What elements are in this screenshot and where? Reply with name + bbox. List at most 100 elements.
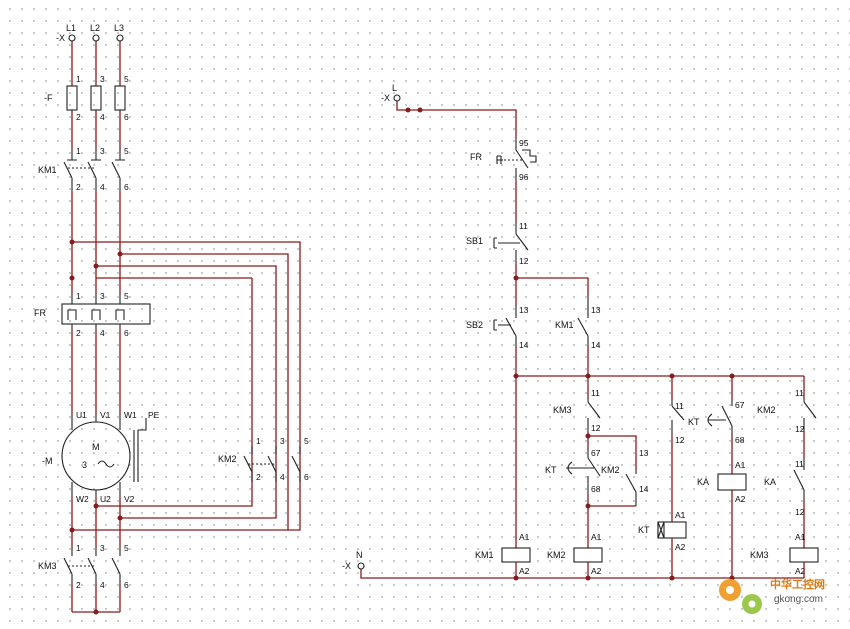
km1-main-label: KM1 bbox=[38, 165, 57, 175]
terminal-l2 bbox=[92, 34, 100, 42]
kt-nc-contact bbox=[587, 450, 601, 494]
junction bbox=[585, 433, 591, 439]
motor-terminal: U1 bbox=[76, 410, 87, 420]
terminal-l3 bbox=[116, 34, 124, 42]
motor-terminal: W1 bbox=[124, 410, 137, 420]
ac-symbol bbox=[97, 460, 115, 468]
ka-pin: 12 bbox=[795, 507, 805, 517]
coil-km1-label: KM1 bbox=[475, 550, 494, 560]
motor-terminal: W2 bbox=[76, 494, 89, 504]
coil-pin: A1 bbox=[795, 532, 806, 542]
km2-no-label: KM2 bbox=[601, 465, 620, 475]
neutral-wire bbox=[360, 562, 805, 579]
coil-ka bbox=[717, 473, 747, 491]
kt-delay-symbol bbox=[566, 461, 594, 475]
fuse-pin: 6 bbox=[124, 112, 129, 122]
coil-ka-label: KA bbox=[697, 477, 709, 487]
km2-pin: 2 bbox=[256, 472, 261, 482]
fr-leads bbox=[71, 294, 121, 330]
junction bbox=[69, 275, 75, 281]
km3-nc-pin: 11 bbox=[591, 388, 600, 398]
fr-reset-symbol bbox=[496, 155, 503, 164]
km2-no-pin: 14 bbox=[639, 484, 649, 494]
km2-nc-pin: 11 bbox=[795, 388, 804, 398]
sb2-label: SB2 bbox=[466, 320, 483, 330]
fuse-pin: 2 bbox=[76, 112, 81, 122]
junction bbox=[69, 239, 75, 245]
km3-nc-pin: 12 bbox=[591, 423, 601, 433]
sb1-button[interactable] bbox=[493, 237, 520, 249]
phase-l2-label: L2 bbox=[90, 23, 100, 33]
neutral-terminal-label: -X bbox=[342, 561, 351, 571]
fr-pin: 1 bbox=[76, 291, 81, 301]
sb2-button[interactable] bbox=[493, 319, 511, 331]
fuse-f2 bbox=[90, 85, 102, 111]
coil-pin: A2 bbox=[795, 566, 806, 576]
km2-nc-label: KM2 bbox=[757, 405, 776, 415]
coil-pin: A2 bbox=[591, 566, 602, 576]
coil-km1 bbox=[501, 547, 531, 563]
fr-pin: 3 bbox=[100, 291, 105, 301]
junction bbox=[585, 575, 591, 581]
control-wire bbox=[515, 264, 589, 296]
fr-thermal-actuator bbox=[522, 149, 537, 163]
fr-thermal-elements bbox=[67, 309, 125, 320]
kt-nc-label: KT bbox=[545, 465, 557, 475]
km3-pin: 1 bbox=[76, 543, 81, 553]
supply-terminal-label: -X bbox=[381, 93, 390, 103]
sb2-pin: 14 bbox=[519, 340, 529, 350]
coil-km2 bbox=[573, 547, 603, 563]
km2-nc-contact bbox=[803, 398, 817, 432]
junction bbox=[117, 251, 123, 257]
ka-pin: 11 bbox=[795, 459, 804, 469]
sb2-contact bbox=[505, 306, 517, 346]
motor-circle bbox=[61, 421, 131, 491]
km2-pin: 5 bbox=[304, 436, 309, 446]
kt-no-pin: 67 bbox=[735, 400, 745, 410]
fr-aux-pin: 95 bbox=[519, 138, 529, 148]
col3-pin: 12 bbox=[675, 435, 685, 445]
sb1-contact bbox=[515, 222, 529, 264]
km2-main-label: KM2 bbox=[218, 454, 237, 464]
supply-line-label: L bbox=[392, 83, 397, 93]
km1-pin: 1 bbox=[76, 146, 81, 156]
fr-nc-contact bbox=[515, 138, 529, 182]
coil-pin: A2 bbox=[519, 566, 530, 576]
coil-pin: A1 bbox=[519, 532, 530, 542]
km2-pin: 1 bbox=[256, 436, 261, 446]
kt-no-pin: 68 bbox=[735, 435, 745, 445]
fr-aux-pin: 96 bbox=[519, 172, 529, 182]
motor-label: -M bbox=[42, 456, 53, 466]
junction bbox=[417, 107, 423, 113]
fr-pin: 6 bbox=[124, 328, 129, 338]
km3-nc-contact bbox=[587, 398, 601, 432]
fr-pin: 4 bbox=[100, 328, 105, 338]
sb1-pin: 11 bbox=[519, 221, 528, 231]
kt-no-contact bbox=[721, 400, 733, 436]
control-circuit: -X L FR 95 96 SB1 11 12 SB2 13 14 KM1 13 bbox=[342, 83, 819, 581]
motor-leads bbox=[71, 414, 121, 498]
pe-conductor bbox=[133, 418, 147, 482]
km2-no-contact bbox=[625, 470, 637, 506]
col3-nc-contact bbox=[671, 400, 685, 436]
junction bbox=[93, 263, 99, 269]
coil-pin: A1 bbox=[675, 510, 686, 520]
terminal-n bbox=[357, 562, 365, 570]
kt-no-label: KT bbox=[688, 417, 700, 427]
coil-kt bbox=[657, 521, 687, 539]
km2-pin: 6 bbox=[304, 472, 309, 482]
watermark-brand: 中华工控网 bbox=[770, 577, 825, 591]
main-circuit: -X L1 L2 L3 -F 1 3 5 2 4 6 KM1 1 3 5 bbox=[34, 23, 309, 615]
coil-km2-label: KM2 bbox=[547, 550, 566, 560]
sb1-label: SB1 bbox=[466, 236, 483, 246]
junction bbox=[513, 275, 519, 281]
junction bbox=[513, 575, 519, 581]
junction bbox=[93, 609, 99, 615]
fuse-pin: 3 bbox=[100, 74, 105, 84]
supply-wire bbox=[396, 101, 517, 138]
fuse-pin: 1 bbox=[76, 74, 81, 84]
coil-km3 bbox=[789, 547, 819, 563]
pe-label: PE bbox=[148, 410, 160, 420]
sb1-pin: 12 bbox=[519, 256, 529, 266]
phase-l3-label: L3 bbox=[114, 23, 124, 33]
